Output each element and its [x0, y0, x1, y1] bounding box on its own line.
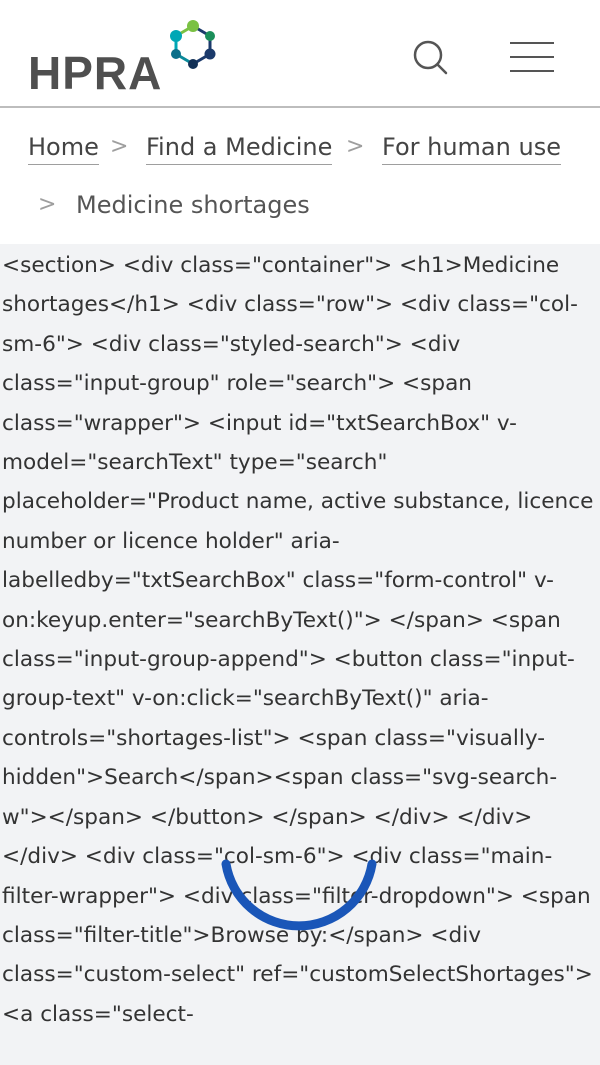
raw-markup-text: <section> <div class="container"> <h1>Me… — [2, 253, 594, 1027]
search-icon — [413, 40, 448, 75]
site-header: HPRA — [0, 0, 600, 108]
breadcrumb-home-link[interactable]: Home — [28, 132, 99, 165]
breadcrumb: Home > Find a Medicine > For human use >… — [0, 108, 600, 244]
breadcrumb-separator-icon: > — [38, 192, 57, 217]
unrendered-page-markup: <section> <div class="container"> <h1>Me… — [0, 244, 600, 1065]
breadcrumb-separator-icon: > — [110, 134, 129, 159]
breadcrumb-separator-icon: > — [346, 134, 365, 159]
search-button[interactable] — [408, 36, 452, 80]
breadcrumb-human-use-link[interactable]: For human use — [382, 132, 561, 165]
hpra-molecule-logo-icon — [170, 20, 216, 69]
breadcrumb-current-page: Medicine shortages — [76, 191, 310, 219]
hamburger-menu-button[interactable] — [508, 40, 556, 74]
breadcrumb-find-medicine-link[interactable]: Find a Medicine — [146, 132, 333, 165]
hamburger-menu-icon — [510, 42, 554, 44]
logo-text: HPRA — [28, 47, 163, 99]
